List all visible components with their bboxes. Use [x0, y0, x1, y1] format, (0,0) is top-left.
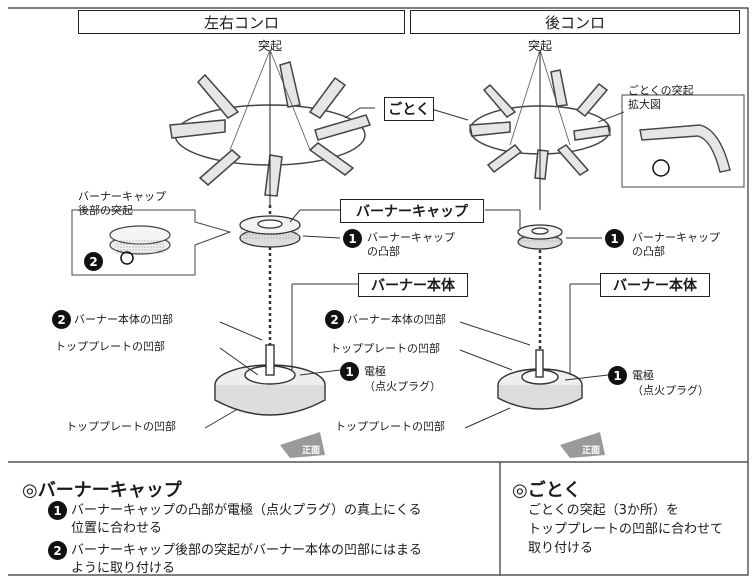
zoom-caption-line2: 拡大図 [628, 97, 661, 111]
zoom-caption-line1: ごとくの突起 [628, 84, 694, 97]
right-electrode-line1: 電極 [632, 369, 654, 382]
burner-body-left-label: バーナー本体 [371, 278, 455, 294]
zoom-detail-drawing [639, 124, 731, 177]
callout-number-2-text: 2 [89, 254, 98, 269]
instruction-number-1: 1 [48, 501, 67, 520]
right-cap-number-1-text: 1 [610, 231, 619, 246]
trivet-label: ごとく [388, 102, 430, 118]
header-left-label: 左右コンロ [203, 13, 279, 32]
left-burner-cap-drawing [239, 215, 301, 248]
instruction-2: バーナーキャップ後部の突起がバーナー本体の凹部にはまる ように取り付ける [71, 542, 422, 577]
right-body-number-2-text: 2 [330, 312, 339, 327]
header-left-burner: 左右コンロ [78, 10, 405, 34]
left-protrusion-label: 突起 [258, 39, 283, 53]
burner-cap-section-title: ◎バーナーキャップ [22, 480, 182, 501]
left-trivet-drawing [169, 61, 372, 197]
header-rear-label: 後コンロ [544, 13, 605, 32]
callout-balloon [71, 209, 232, 276]
header-rear-burner: 後コンロ [410, 10, 740, 34]
burner-body-left-label-box: バーナー本体 [358, 273, 468, 297]
instruction-number-2: 2 [48, 541, 67, 560]
right-cap-convex-caption: バーナーキャップ の凸部 [632, 231, 720, 260]
leader-lines [204, 107, 610, 429]
right-top-plate-label-lower: トッププレートの凹部 [335, 420, 445, 433]
instruction-2-line1: バーナーキャップ後部の突起がバーナー本体の凹部にはまる [71, 543, 423, 558]
trivet-label-box: ごとく [384, 97, 434, 121]
trivet-instruction: ごとくの突起（3か所）を トッププレートの凹部に合わせて 取り付ける [528, 502, 723, 559]
left-cap-number-1-text: 1 [348, 231, 357, 246]
right-body-number-2: 2 [325, 310, 344, 329]
burner-cap-label: バーナーキャップ [356, 204, 468, 220]
left-electrode-caption: 電極 （点火プラグ） [364, 365, 441, 395]
trivet-instruction-line1: ごとくの突起（3か所）を [528, 503, 679, 518]
left-electrode-number-1-text: 1 [345, 364, 354, 379]
callout-caption-line1: バーナーキャップ [78, 190, 166, 203]
left-body-number-2-text: 2 [57, 312, 66, 327]
left-top-plate-label-lower: トッププレートの凹部 [66, 420, 176, 433]
trivet-instruction-line2: トッププレートの凹部に合わせて [528, 521, 724, 537]
instruction-1-line2: 位置に合わせる [71, 520, 163, 536]
right-cone-lines [509, 49, 571, 146]
right-electrode-caption: 電極 （点火プラグ） [632, 369, 709, 399]
instruction-number-1-text: 1 [53, 503, 62, 518]
trivet-section-title: ◎ごとく [512, 480, 582, 501]
burner-body-right-label: バーナー本体 [613, 278, 697, 294]
left-front-label: 正面 [302, 446, 321, 456]
left-electrode-line2: （点火プラグ） [364, 379, 441, 393]
instruction-number-2-text: 2 [53, 543, 62, 558]
callout-caption: バーナーキャップ 後部の突起 [78, 190, 166, 219]
left-front-arrow [280, 432, 325, 458]
right-body-concave-label: バーナー本体の凹部 [347, 313, 446, 326]
left-cap-number-1: 1 [343, 229, 362, 248]
instruction-1-line1: バーナーキャップの凸部が電極（点火プラグ）の真上にくる [71, 503, 422, 518]
left-cap-convex-caption: バーナーキャップ の凸部 [367, 231, 455, 260]
right-front-arrow [560, 432, 605, 458]
right-trivet-drawing [469, 69, 611, 180]
left-cone-lines [229, 49, 311, 151]
burner-cap-label-box: バーナーキャップ [340, 199, 484, 223]
left-electrode-line1: 電極 [364, 365, 386, 378]
zoom-caption: ごとくの突起 拡大図 [628, 84, 738, 112]
left-body-concave-label: バーナー本体の凹部 [74, 313, 173, 326]
callout-detail-drawing [109, 225, 171, 265]
burner-body-right-label-box: バーナー本体 [600, 273, 710, 297]
right-cap-convex-line1: バーナーキャップ [632, 231, 720, 244]
callout-number-2: 2 [84, 252, 103, 271]
left-cap-convex-line2: の凸部 [367, 245, 400, 259]
right-electrode-line2: （点火プラグ） [632, 383, 709, 397]
right-front-label: 正面 [582, 446, 601, 456]
right-cap-number-1: 1 [605, 229, 624, 248]
left-cap-convex-line1: バーナーキャップ [367, 231, 455, 244]
left-electrode-number-1: 1 [340, 362, 359, 381]
zoom-pointer-line [597, 111, 625, 123]
left-top-plate-label-upper: トッププレートの凹部 [55, 340, 165, 353]
callout-caption-line2: 後部の突起 [78, 204, 133, 218]
right-top-plate-label-upper: トッププレートの凹部 [330, 342, 440, 355]
trivet-instruction-line3: 取り付ける [528, 540, 594, 556]
right-protrusion-label: 突起 [528, 39, 553, 53]
left-burner-base-drawing [214, 344, 326, 416]
right-electrode-number-1-text: 1 [613, 368, 622, 383]
outer-frame-line [8, 7, 749, 576]
right-cap-convex-line2: の凸部 [632, 245, 665, 259]
left-body-number-2: 2 [52, 310, 71, 329]
instruction-1: バーナーキャップの凸部が電極（点火プラグ）の真上にくる 位置に合わせる [71, 502, 421, 537]
right-burner-base-drawing [497, 349, 583, 410]
right-burner-cap-drawing [517, 224, 563, 250]
instruction-2-line2: ように取り付ける [71, 560, 176, 576]
right-electrode-number-1: 1 [608, 366, 627, 385]
